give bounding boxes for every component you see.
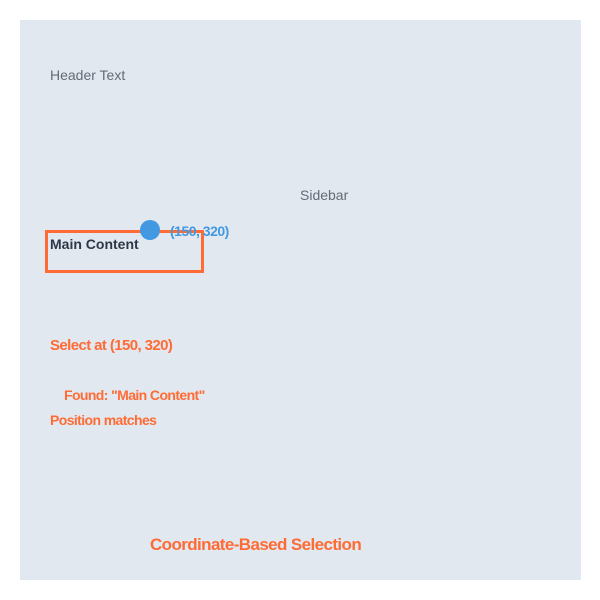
click-coordinates-label: (150, 320): [170, 223, 229, 239]
selection-highlight-box: [45, 230, 204, 273]
selection-result: Found: "Main Content": [64, 387, 205, 403]
sidebar-text: Sidebar: [300, 187, 349, 203]
header-text: Header Text: [50, 67, 126, 83]
selection-instruction: Select at (150, 320): [50, 337, 173, 354]
footer-title: Coordinate-Based Selection: [150, 535, 362, 554]
click-target-dot: [140, 220, 160, 240]
ui-canvas: [20, 20, 581, 580]
main-content-label[interactable]: Main Content: [50, 236, 139, 252]
selection-status: Position matches: [50, 412, 157, 428]
